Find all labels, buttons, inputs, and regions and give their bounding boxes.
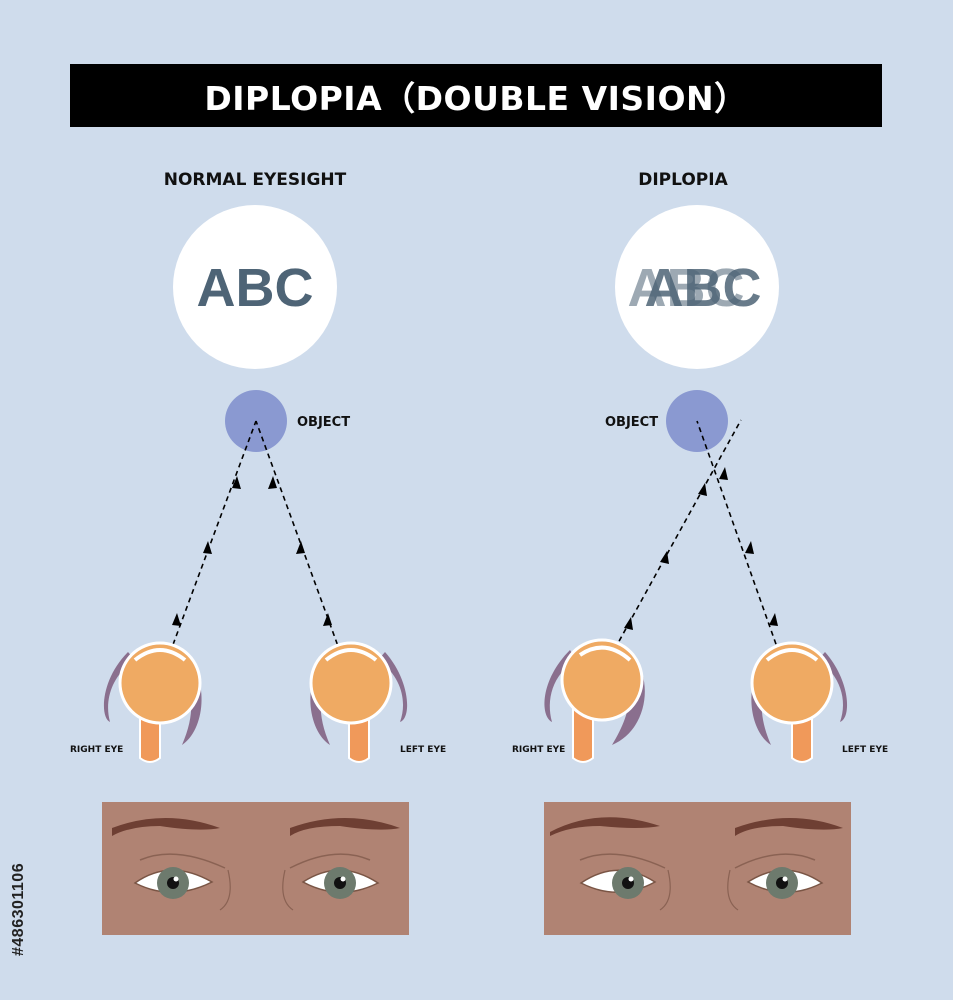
normal-left-brow xyxy=(290,818,400,836)
normal-view-circle xyxy=(173,205,337,369)
normal-right-eye-label: RIGHT EYE xyxy=(70,745,123,755)
page-title: DIPLOPIA（DOUBLE VISION） xyxy=(204,78,748,118)
diplopia-object-label: OBJECT xyxy=(605,415,658,430)
diplopia-heading: DIPLOPIA xyxy=(638,170,728,190)
diplopia-left-eyeball xyxy=(750,641,848,763)
normal-right-brow xyxy=(112,818,220,836)
diplopia-right-eye-label: RIGHT EYE xyxy=(512,745,565,755)
normal-right-eyeball xyxy=(103,641,202,763)
normal-left-eyeball xyxy=(309,641,408,763)
diplopia-left-brow xyxy=(735,818,843,836)
normal-panel: ABC OBJECT RIGHT EYE xyxy=(70,205,446,935)
normal-heading: NORMAL EYESIGHT xyxy=(163,170,347,190)
normal-abc-text: ABC xyxy=(197,258,314,318)
diplopia-arrowheads xyxy=(624,467,778,630)
title-bar: DIPLOPIA（DOUBLE VISION） xyxy=(70,64,882,127)
diplopia-view-circle xyxy=(615,205,779,369)
diplopia-right-eyeball xyxy=(544,638,645,763)
diplopia-left-sight-line xyxy=(696,420,801,713)
stock-id-text: #486301106 xyxy=(10,862,27,956)
diplopia-face-strip xyxy=(544,802,851,935)
diplopia-right-brow xyxy=(550,817,660,836)
normal-arrowheads xyxy=(172,476,332,626)
normal-left-eye-label: LEFT EYE xyxy=(400,745,446,755)
diplopia-panel: ABC ABC OBJECT RIGHT EYE xyxy=(512,205,888,935)
diplopia-abc-ghost-text: ABC xyxy=(628,258,745,318)
normal-right-sight-line xyxy=(147,420,257,713)
diplopia-left-eye-label: LEFT EYE xyxy=(842,745,888,755)
diplopia-abc-text: ABC xyxy=(645,258,762,318)
stock-id-watermark: #486301106 xyxy=(4,760,34,960)
normal-face-strip xyxy=(102,802,409,935)
normal-object-label: OBJECT xyxy=(297,415,350,430)
normal-left-sight-line xyxy=(255,420,363,713)
